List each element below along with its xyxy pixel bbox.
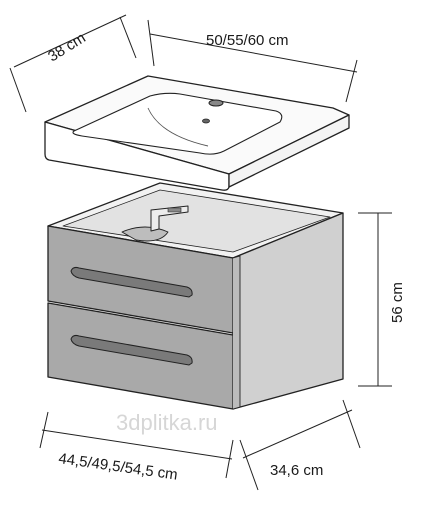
washbasin-side — [228, 114, 350, 188]
label-sink-depth: 38 cm — [45, 29, 89, 65]
washbasin-front — [44, 121, 230, 191]
cabinet-side-edge — [232, 255, 241, 410]
dim-38-ext-a — [9, 67, 27, 113]
upper-drawer-handle[interactable] — [70, 266, 193, 298]
dim-width-ext-b — [345, 59, 358, 103]
washbasin-bowl-curve — [147, 107, 209, 147]
cabinet — [47, 182, 344, 410]
dim-cab-depth-ext-b — [342, 399, 361, 449]
dim-38-ext-b — [119, 16, 137, 59]
siphon-icon — [121, 226, 169, 242]
handles — [70, 266, 193, 366]
dim-cab-depth-ext-a — [239, 439, 259, 491]
label-cabinet-width: 44,5/49,5/54,5 cm — [57, 450, 178, 484]
bracket-slot — [167, 207, 182, 213]
dim-38-line — [13, 14, 127, 68]
watermark: 3dplitka.ru — [116, 410, 218, 435]
dim-cab-depth-line — [242, 409, 353, 459]
dimension-lines — [9, 14, 392, 491]
washbasin — [44, 75, 350, 191]
dim-width-ext-a — [147, 19, 155, 67]
dim-width-line — [149, 33, 358, 73]
label-sink-width: 50/55/60 cm — [206, 32, 289, 49]
drain-icon — [202, 118, 210, 124]
cabinet-inner — [62, 189, 331, 253]
label-cabinet-depth: 34,6 cm — [270, 462, 323, 479]
lower-drawer-handle[interactable] — [70, 334, 193, 366]
label-cabinet-height: 56 cm — [389, 282, 406, 323]
washbasin-bowl — [72, 92, 283, 155]
tap-hole-icon — [208, 99, 224, 107]
dim-cab-width-line — [41, 429, 233, 460]
